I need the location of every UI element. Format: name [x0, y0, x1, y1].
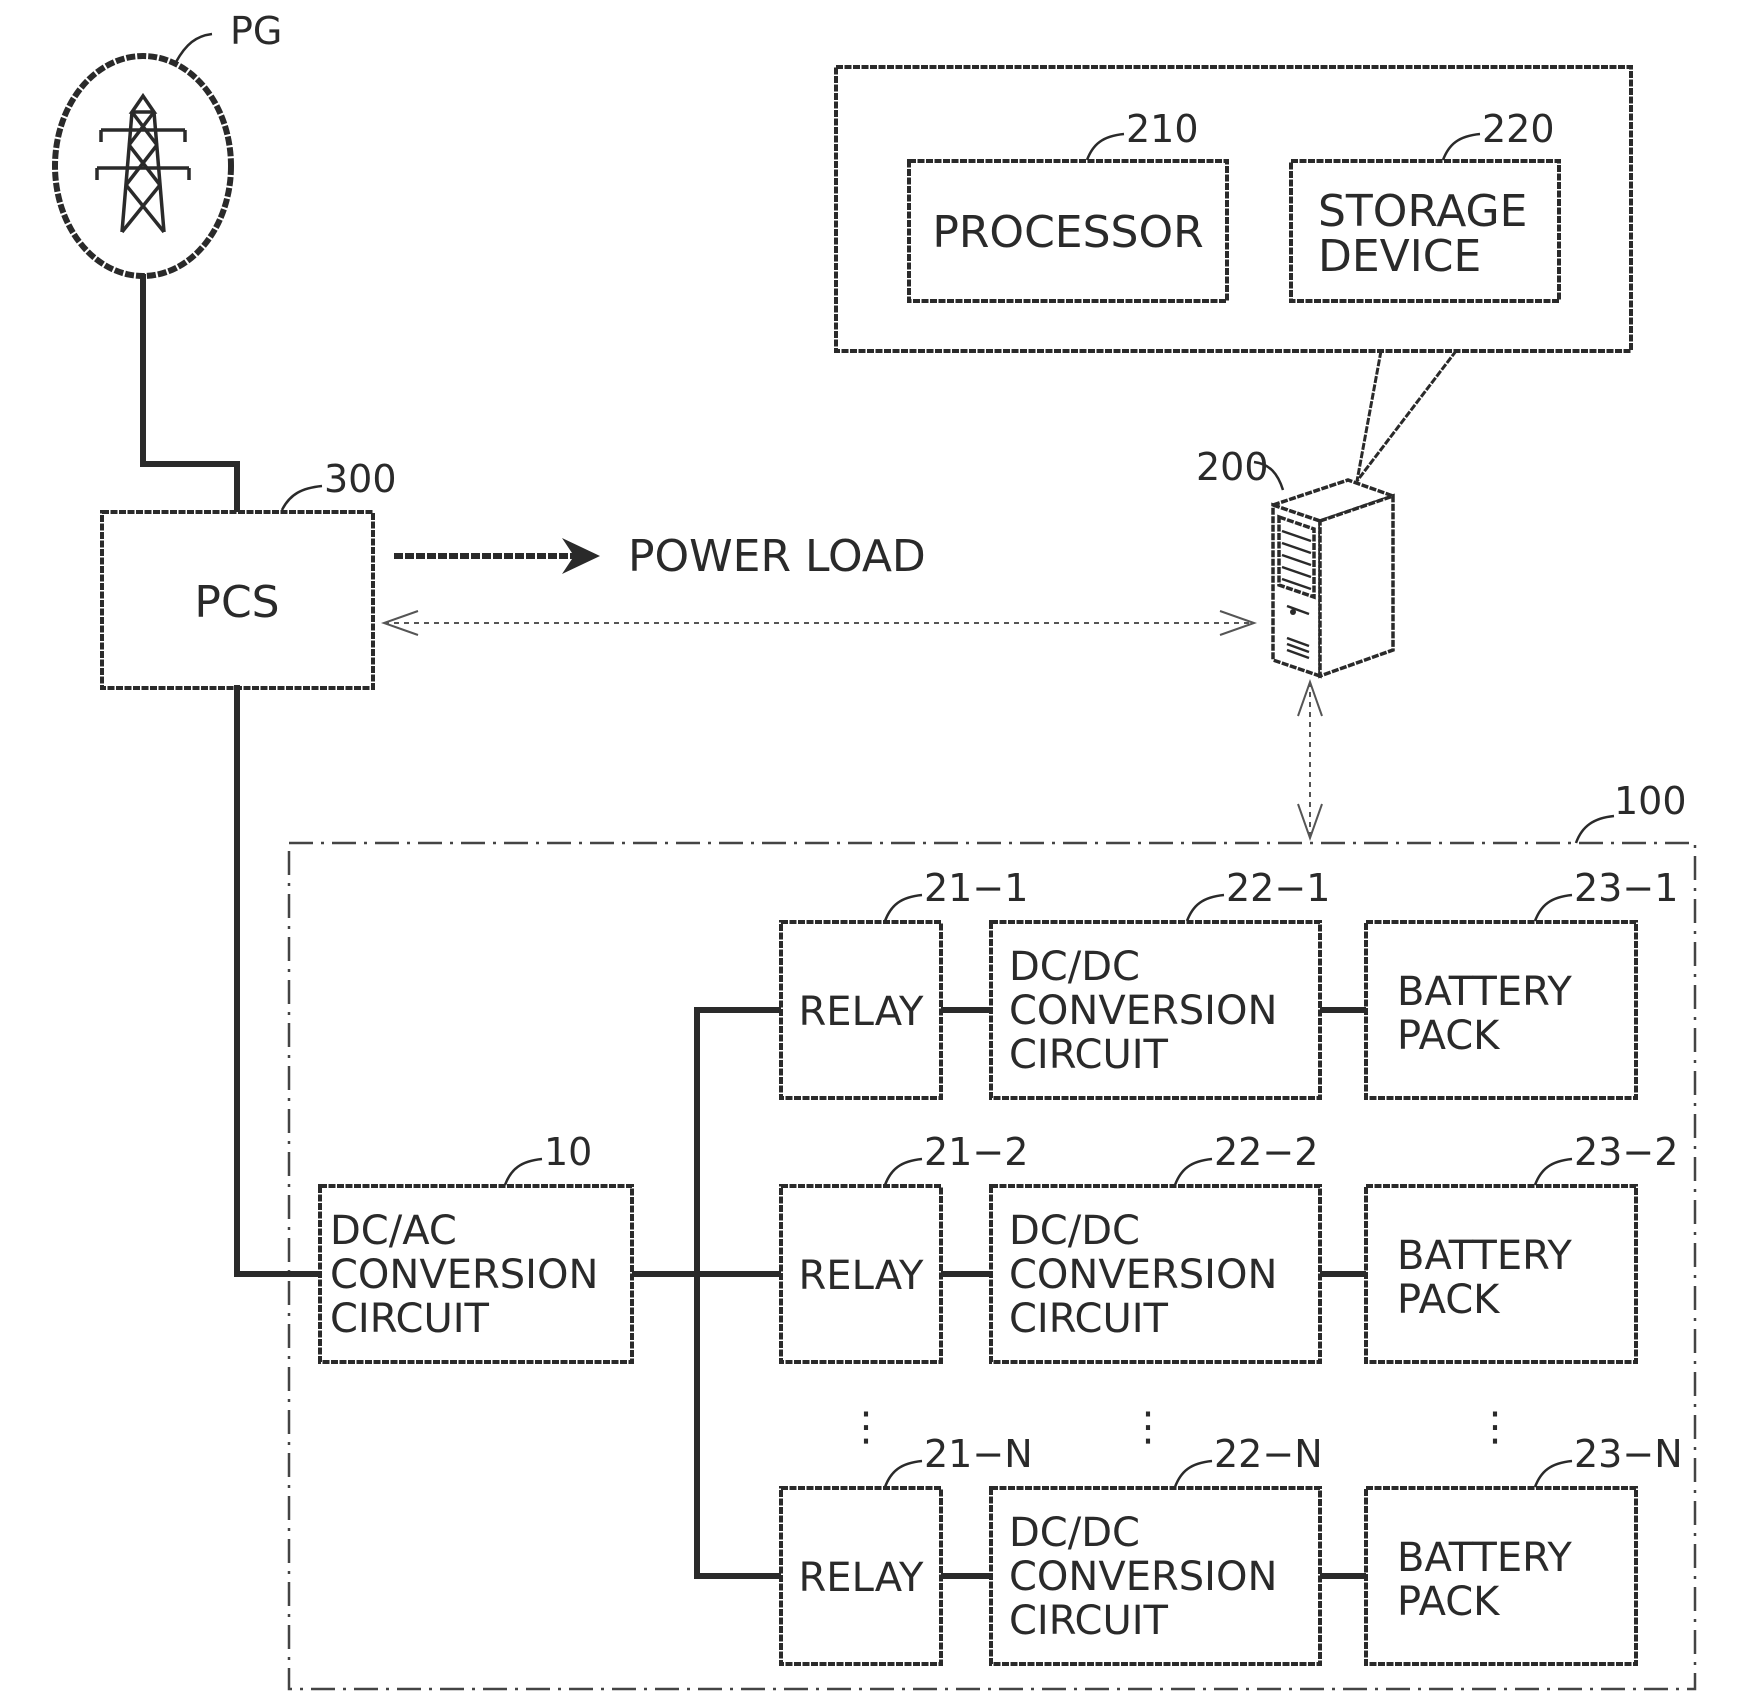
dcdc-column-ellipsis: ⋮ — [1128, 1404, 1168, 1450]
branch-row-1: RELAY 21−1 DC/DC CONVERSION CIRCUIT 22−1… — [781, 866, 1678, 1098]
dcdc-n-ref-leader — [1175, 1461, 1212, 1487]
pcs-label: PCS — [194, 577, 279, 628]
processor-label: PROCESSOR — [932, 207, 1203, 258]
dcdc-1-ref: 22−1 — [1226, 866, 1330, 910]
server-ref: 200 — [1196, 445, 1269, 489]
battery-pack-2-label-line2: PACK — [1397, 1277, 1501, 1323]
server-callout-pointer — [1357, 351, 1456, 481]
dcdc-n-label-line2: CONVERSION — [1009, 1554, 1277, 1600]
dcdc-n-ref: 22−N — [1214, 1432, 1323, 1476]
battery-pack-1-ref: 23−1 — [1574, 866, 1678, 910]
power-grid-circle — [55, 56, 231, 276]
dcac-label-line1: DC/AC — [330, 1208, 457, 1254]
grid-label: PG — [230, 9, 282, 53]
battery-pack-2-ref-leader — [1535, 1159, 1572, 1185]
battery-column-ellipsis: ⋮ — [1475, 1404, 1515, 1450]
power-load-label: POWER LOAD — [628, 531, 926, 582]
pcs-to-dcac-wire — [237, 688, 320, 1274]
battery-pack-n-ref-leader — [1535, 1461, 1572, 1487]
dcdc-2-ref-leader — [1175, 1159, 1212, 1185]
battery-pack-2-label-line1: BATTERY — [1397, 1233, 1572, 1279]
storage-device-label-line1: STORAGE — [1318, 186, 1527, 237]
pcs-server-comm-link — [384, 611, 1254, 635]
relay-1-ref-leader — [885, 895, 922, 921]
pcs-ref-leader — [282, 486, 322, 510]
dcdc-2-label-line1: DC/DC — [1009, 1208, 1140, 1254]
dcdc-1-ref-leader — [1187, 895, 1224, 921]
dcdc-2-ref: 22−2 — [1214, 1130, 1318, 1174]
dcac-ref: 10 — [544, 1130, 592, 1174]
relay-2-label: RELAY — [799, 1253, 925, 1299]
relay-column-ellipsis: ⋮ — [846, 1404, 886, 1450]
server-system-comm-link — [1298, 682, 1322, 838]
power-load-arrow: POWER LOAD — [394, 531, 926, 582]
system-ref: 100 — [1614, 779, 1687, 823]
grid-to-pcs-wire — [143, 277, 237, 512]
dcdc-n-label-line1: DC/DC — [1009, 1510, 1140, 1556]
relay-n-label: RELAY — [799, 1555, 925, 1601]
battery-pack-n-label-line2: PACK — [1397, 1579, 1501, 1625]
comm-arrowhead-left-icon — [384, 611, 418, 635]
grid-ref-leader — [176, 34, 212, 62]
dcac-label-line3: CIRCUIT — [330, 1296, 490, 1342]
relay-n-ref: 21−N — [924, 1432, 1033, 1476]
storage-device-label-line2: DEVICE — [1318, 231, 1481, 282]
battery-pack-1-label-line1: BATTERY — [1397, 969, 1572, 1015]
relay-2-ref: 21−2 — [924, 1130, 1028, 1174]
storage-ref: 220 — [1482, 107, 1555, 151]
branch-row-n: RELAY 21−N DC/DC CONVERSION CIRCUIT 22−N… — [781, 1432, 1683, 1664]
pcs-block: PCS 300 — [102, 457, 397, 688]
dcdc-1-label-line1: DC/DC — [1009, 944, 1140, 990]
system-ref-leader — [1576, 816, 1614, 843]
pcs-ref: 300 — [324, 457, 397, 501]
dcdc-2-label-line3: CIRCUIT — [1009, 1296, 1169, 1342]
battery-pack-2-ref: 23−2 — [1574, 1130, 1678, 1174]
relay-2-ref-leader — [885, 1159, 922, 1185]
server-icon — [1273, 480, 1393, 676]
server-side-face — [1320, 496, 1393, 676]
dcdc-1-label-line2: CONVERSION — [1009, 988, 1277, 1034]
server-internals-callout: PROCESSOR 210 STORAGE DEVICE 220 — [836, 67, 1631, 351]
server-power-light — [1290, 609, 1296, 615]
branch-row-2: RELAY 21−2 DC/DC CONVERSION CIRCUIT 22−2… — [781, 1130, 1678, 1362]
dcdc-2-label-line2: CONVERSION — [1009, 1252, 1277, 1298]
dcac-ref-leader — [505, 1159, 542, 1185]
power-grid: PG — [55, 9, 282, 276]
relay-n-ref-leader — [885, 1461, 922, 1487]
battery-pack-1-ref-leader — [1535, 895, 1572, 921]
battery-pack-1-label-line2: PACK — [1397, 1013, 1501, 1059]
dcac-conversion-circuit: DC/AC CONVERSION CIRCUIT 10 — [320, 1130, 632, 1362]
battery-pack-n-label-line1: BATTERY — [1397, 1535, 1572, 1581]
relay-1-label: RELAY — [799, 989, 925, 1035]
relay-1-ref: 21−1 — [924, 866, 1028, 910]
dcac-label-line2: CONVERSION — [330, 1252, 598, 1298]
dcdc-1-label-line3: CIRCUIT — [1009, 1032, 1169, 1078]
comm-arrowhead-up-icon — [1298, 682, 1322, 716]
battery-pack-n-ref: 23−N — [1574, 1432, 1683, 1476]
dcdc-n-label-line3: CIRCUIT — [1009, 1598, 1169, 1644]
processor-ref: 210 — [1126, 107, 1199, 151]
